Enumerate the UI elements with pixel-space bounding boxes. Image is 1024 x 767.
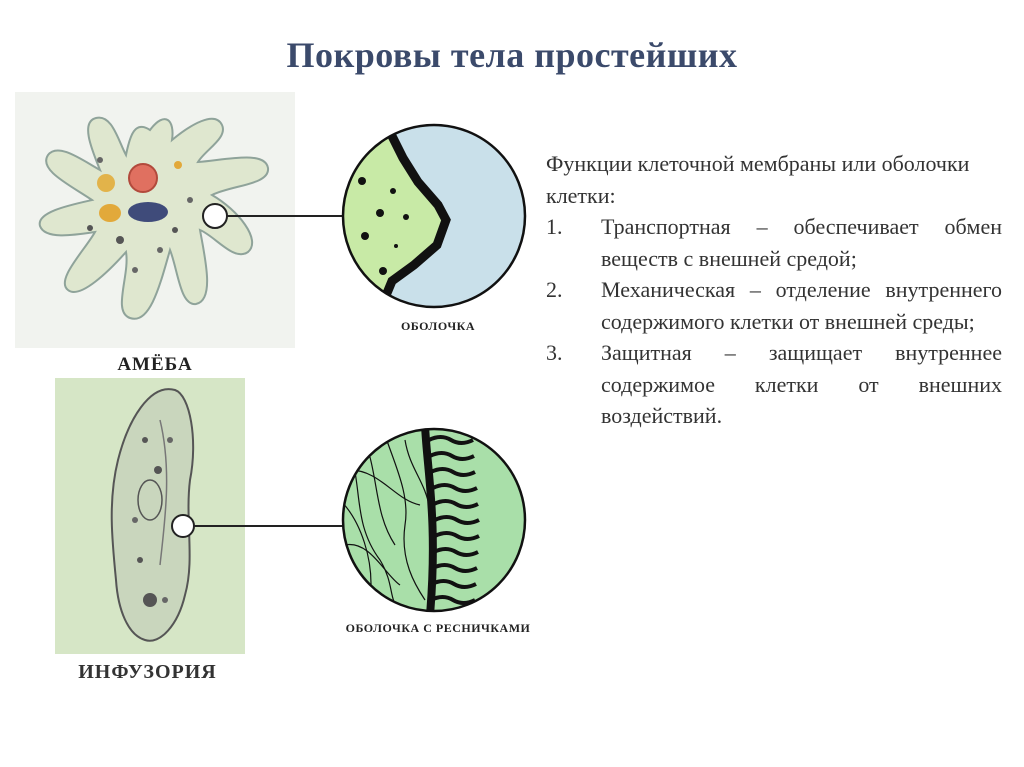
functions-intro: Функции клеточной мембраны или оболочки … xyxy=(546,151,970,208)
list-item: 2. Механическая – отделение внутреннего … xyxy=(546,274,1002,337)
list-item-text: Транспортная – обеспечивает обмен вещест… xyxy=(601,214,1002,271)
amoeba-illustration xyxy=(15,92,295,348)
membrane-circle xyxy=(341,123,527,309)
list-item-text: Защитная – защищает внутреннее содержимо… xyxy=(601,340,1002,428)
list-item-number: 2. xyxy=(546,277,563,302)
caption-membrane: ОБОЛОЧКА xyxy=(400,319,476,333)
list-item-number: 3. xyxy=(546,340,563,365)
infusoria-illustration xyxy=(55,378,245,654)
caption-amoeba: АМЁБА xyxy=(117,354,193,375)
functions-text: Функции клеточной мембраны или оболочки … xyxy=(546,148,1002,432)
slide-title: Покровы тела простейших xyxy=(286,35,738,75)
membrane-cilia-circle xyxy=(341,427,527,613)
functions-list: 1. Транспортная – обеспечивает обмен вещ… xyxy=(546,211,1002,432)
list-item: 1. Транспортная – обеспечивает обмен вещ… xyxy=(546,211,1002,274)
list-item-number: 1. xyxy=(546,214,563,239)
list-item-text: Механическая – отделение внутреннего сод… xyxy=(601,277,1002,334)
caption-infusoria: ИНФУЗОРИЯ xyxy=(78,661,217,683)
list-item: 3. Защитная – защищает внутреннее содерж… xyxy=(546,337,1002,432)
caption-membrane-cilia: ОБОЛОЧКА С РЕСНИЧКАМИ xyxy=(345,621,531,635)
